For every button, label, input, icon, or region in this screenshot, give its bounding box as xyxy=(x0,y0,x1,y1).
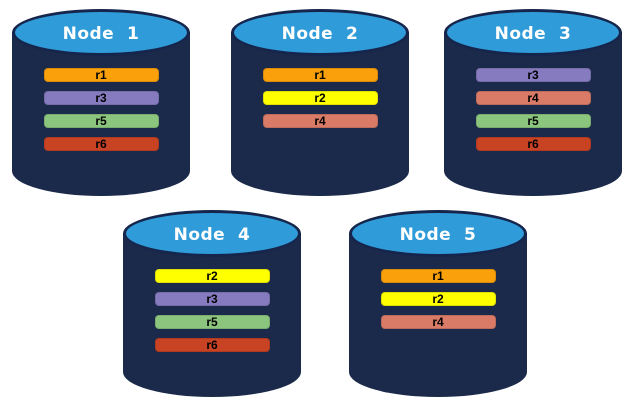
replica-bar-r4: r4 xyxy=(475,91,591,105)
replica-bar-list: r2 r3 r5 r6 xyxy=(123,269,301,352)
replica-bar-r2: r2 xyxy=(262,91,378,105)
node-title: Node 4 xyxy=(173,224,251,245)
replica-label: r1 xyxy=(95,68,107,82)
replica-bar-r3: r3 xyxy=(475,68,591,82)
replica-bar-r6: r6 xyxy=(475,137,591,151)
replica-bar-r2: r2 xyxy=(380,292,496,306)
node-header: Node 5 xyxy=(349,210,527,257)
replica-bar-r6: r6 xyxy=(43,137,159,151)
node-title: Node 3 xyxy=(494,23,572,44)
replica-label: r3 xyxy=(206,292,218,306)
replica-label: r6 xyxy=(527,137,539,151)
node-cylinder-1: Node 1 r1 r3 r5 r6 xyxy=(12,9,190,196)
replica-label: r5 xyxy=(527,114,539,128)
node-header: Node 4 xyxy=(123,210,301,257)
replica-bar-r1: r1 xyxy=(380,269,496,283)
node-title: Node 1 xyxy=(62,23,140,44)
replica-label: r2 xyxy=(206,269,218,283)
replica-label: r6 xyxy=(95,137,107,151)
replica-bar-list: r1 r2 r4 xyxy=(349,269,527,329)
replica-label: r4 xyxy=(314,114,326,128)
replica-bar-r2: r2 xyxy=(154,269,270,283)
replica-label: r2 xyxy=(432,292,444,306)
replica-label: r3 xyxy=(95,91,107,105)
node-cylinder-5: Node 5 r1 r2 r4 xyxy=(349,210,527,397)
replica-label: r2 xyxy=(314,91,326,105)
replica-label: r1 xyxy=(432,269,444,283)
node-title: Node 5 xyxy=(399,224,477,245)
replica-label: r4 xyxy=(527,91,539,105)
node-header: Node 2 xyxy=(231,9,409,56)
replica-bar-r1: r1 xyxy=(262,68,378,82)
replica-label: r4 xyxy=(432,315,444,329)
node-cylinder-2: Node 2 r1 r2 r4 xyxy=(231,9,409,196)
replica-label: r1 xyxy=(314,68,326,82)
replica-label: r6 xyxy=(206,338,218,352)
replica-bar-list: r1 r2 r4 xyxy=(231,68,409,128)
node-cylinder-3: Node 3 r3 r4 r5 r6 xyxy=(444,9,622,196)
replica-label: r5 xyxy=(206,315,218,329)
replica-bar-r5: r5 xyxy=(154,315,270,329)
replica-bar-r5: r5 xyxy=(475,114,591,128)
replica-bar-r5: r5 xyxy=(43,114,159,128)
replica-bar-r4: r4 xyxy=(380,315,496,329)
replica-label: r5 xyxy=(95,114,107,128)
replica-bar-r6: r6 xyxy=(154,338,270,352)
replica-label: r3 xyxy=(527,68,539,82)
replica-bar-r1: r1 xyxy=(43,68,159,82)
node-header: Node 1 xyxy=(12,9,190,56)
replica-bar-r4: r4 xyxy=(262,114,378,128)
node-title: Node 2 xyxy=(281,23,359,44)
replica-bar-r3: r3 xyxy=(43,91,159,105)
replica-bar-list: r1 r3 r5 r6 xyxy=(12,68,190,151)
replica-bar-r3: r3 xyxy=(154,292,270,306)
node-cylinder-4: Node 4 r2 r3 r5 r6 xyxy=(123,210,301,397)
node-header: Node 3 xyxy=(444,9,622,56)
replica-bar-list: r3 r4 r5 r6 xyxy=(444,68,622,151)
